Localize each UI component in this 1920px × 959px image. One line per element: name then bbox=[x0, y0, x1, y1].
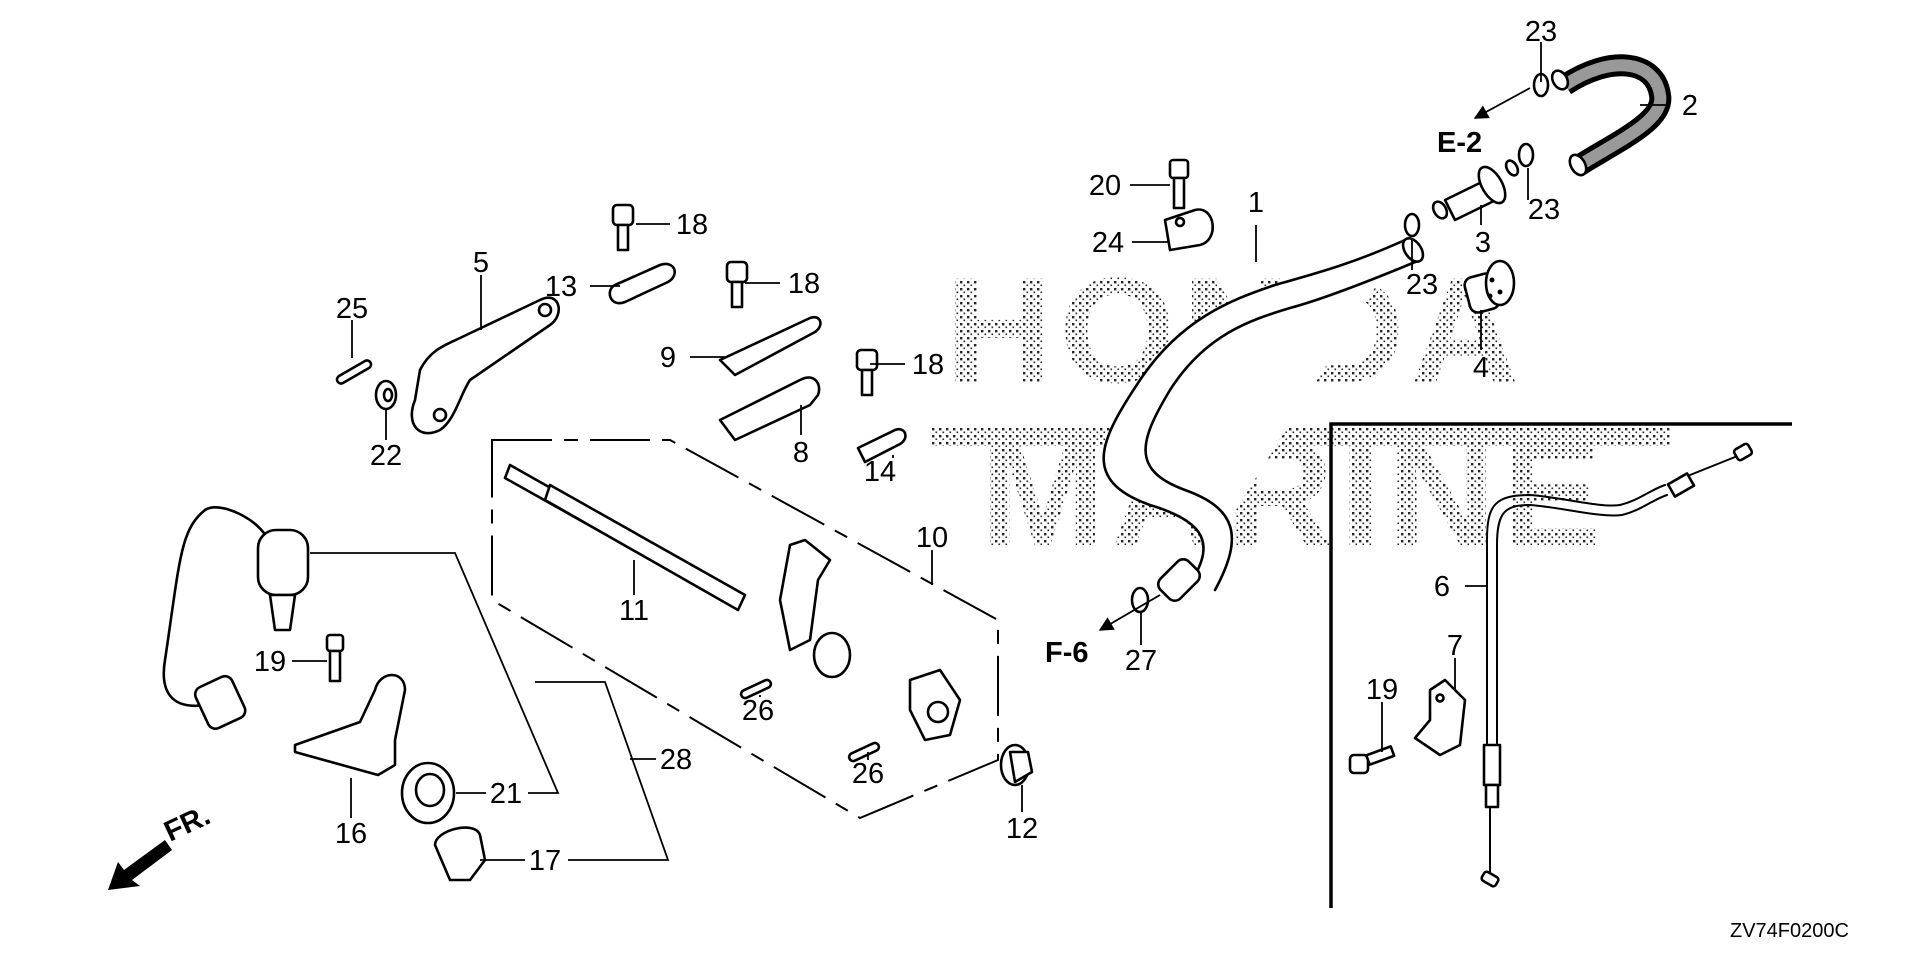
diagram-code: ZV74F0200C bbox=[1730, 920, 1849, 942]
part-22-washer[interactable] bbox=[374, 379, 398, 411]
leader-lines bbox=[292, 42, 1670, 861]
callout-22[interactable]: 22 bbox=[370, 440, 402, 472]
part-23-hose-clip-low[interactable] bbox=[1403, 212, 1421, 238]
part-16-bracket[interactable] bbox=[293, 673, 407, 777]
part-25-cotter-pin[interactable] bbox=[335, 359, 373, 385]
callout-21[interactable]: 21 bbox=[490, 778, 522, 810]
callout-9[interactable]: 9 bbox=[660, 342, 676, 374]
part-21-nut[interactable] bbox=[400, 761, 456, 825]
honda-marine-watermark: HONDA MARINE bbox=[930, 246, 1670, 577]
callout-16[interactable]: 16 bbox=[335, 818, 367, 850]
ref-f6-label[interactable]: F-6 bbox=[1045, 637, 1089, 669]
part-4-filter[interactable] bbox=[1463, 259, 1516, 314]
part-11-shaft[interactable] bbox=[503, 463, 747, 612]
part-23-hose-clip-mid[interactable] bbox=[1517, 142, 1535, 168]
part-2-u-hose[interactable] bbox=[1549, 54, 1672, 178]
part-14-plate[interactable] bbox=[856, 427, 907, 464]
front-indicator-label: FR. bbox=[159, 800, 215, 849]
watermark-marine: MARINE bbox=[980, 409, 1608, 577]
callout-4[interactable]: 4 bbox=[1473, 352, 1489, 384]
part-5-arm-lever[interactable] bbox=[410, 296, 560, 435]
part-1-hose[interactable] bbox=[1102, 235, 1427, 604]
callout-28[interactable]: 28 bbox=[660, 744, 692, 776]
part-26-pin-b[interactable] bbox=[847, 741, 881, 763]
callout-7[interactable]: 7 bbox=[1447, 630, 1463, 662]
part-3-joint[interactable] bbox=[1430, 159, 1520, 222]
part-18-bolt-b[interactable] bbox=[725, 260, 749, 309]
inset-frame bbox=[1329, 422, 1792, 908]
callout-11[interactable]: 11 bbox=[619, 595, 649, 627]
callout-26-b[interactable]: 26 bbox=[852, 758, 884, 790]
part-7-cable-bracket[interactable] bbox=[1413, 678, 1467, 757]
ref-e2-label[interactable]: E-2 bbox=[1437, 127, 1482, 159]
part-18-bolt-c[interactable] bbox=[855, 348, 879, 397]
callout-12[interactable]: 12 bbox=[1006, 813, 1038, 845]
callout-17[interactable]: 17 bbox=[529, 845, 561, 877]
callout-23-mid[interactable]: 23 bbox=[1528, 194, 1560, 226]
callout-14[interactable]: 14 bbox=[864, 456, 896, 488]
callout-23-top[interactable]: 23 bbox=[1525, 16, 1557, 48]
callout-3[interactable]: 3 bbox=[1475, 227, 1491, 259]
callout-26-a[interactable]: 26 bbox=[742, 695, 774, 727]
part-20-bolt[interactable] bbox=[1168, 158, 1190, 210]
group-10-outline bbox=[491, 439, 999, 820]
part-19-bolt-right[interactable] bbox=[1348, 745, 1396, 775]
part-6-cable[interactable] bbox=[1480, 442, 1754, 888]
front-direction-arrow-icon bbox=[108, 840, 172, 890]
callout-10[interactable]: 10 bbox=[916, 522, 948, 554]
callout-8[interactable]: 8 bbox=[793, 437, 809, 469]
callout-6[interactable]: 6 bbox=[1434, 571, 1450, 603]
part-24-clamp[interactable] bbox=[1163, 208, 1215, 252]
callout-5[interactable]: 5 bbox=[473, 247, 489, 279]
callout-1[interactable]: 1 bbox=[1248, 187, 1264, 219]
callout-24[interactable]: 24 bbox=[1092, 227, 1124, 259]
callout-18-b[interactable]: 18 bbox=[788, 268, 820, 300]
callout-19-right[interactable]: 19 bbox=[1366, 674, 1398, 706]
part-18-bolt-a[interactable] bbox=[611, 203, 635, 252]
part-19-bolt-left[interactable] bbox=[325, 633, 345, 683]
part-28-switch-sensor[interactable] bbox=[162, 506, 310, 731]
callout-27[interactable]: 27 bbox=[1125, 645, 1157, 677]
part-17-clip[interactable] bbox=[433, 826, 487, 882]
callout-20[interactable]: 20 bbox=[1089, 170, 1121, 202]
callout-labels: 1 2 3 4 5 6 7 8 9 10 11 12 13 14 16 17 1… bbox=[254, 16, 1698, 877]
callout-23-low[interactable]: 23 bbox=[1406, 269, 1438, 301]
callout-2[interactable]: 2 bbox=[1682, 90, 1698, 122]
part-26-pin-a[interactable] bbox=[739, 678, 773, 700]
part-9-plate[interactable] bbox=[718, 315, 822, 377]
callout-18-a[interactable]: 18 bbox=[676, 209, 708, 241]
callout-18-c[interactable]: 18 bbox=[912, 349, 944, 381]
part-10-lever-assembly[interactable] bbox=[778, 538, 962, 742]
callout-13[interactable]: 13 bbox=[545, 271, 577, 303]
part-12-nut-cap[interactable] bbox=[999, 743, 1034, 787]
callout-19-left[interactable]: 19 bbox=[254, 646, 286, 678]
part-13-plate[interactable] bbox=[608, 262, 676, 305]
part-8-lever-plate[interactable] bbox=[718, 376, 821, 442]
part-27-hose-clip[interactable] bbox=[1130, 586, 1150, 614]
callout-25[interactable]: 25 bbox=[336, 293, 368, 325]
